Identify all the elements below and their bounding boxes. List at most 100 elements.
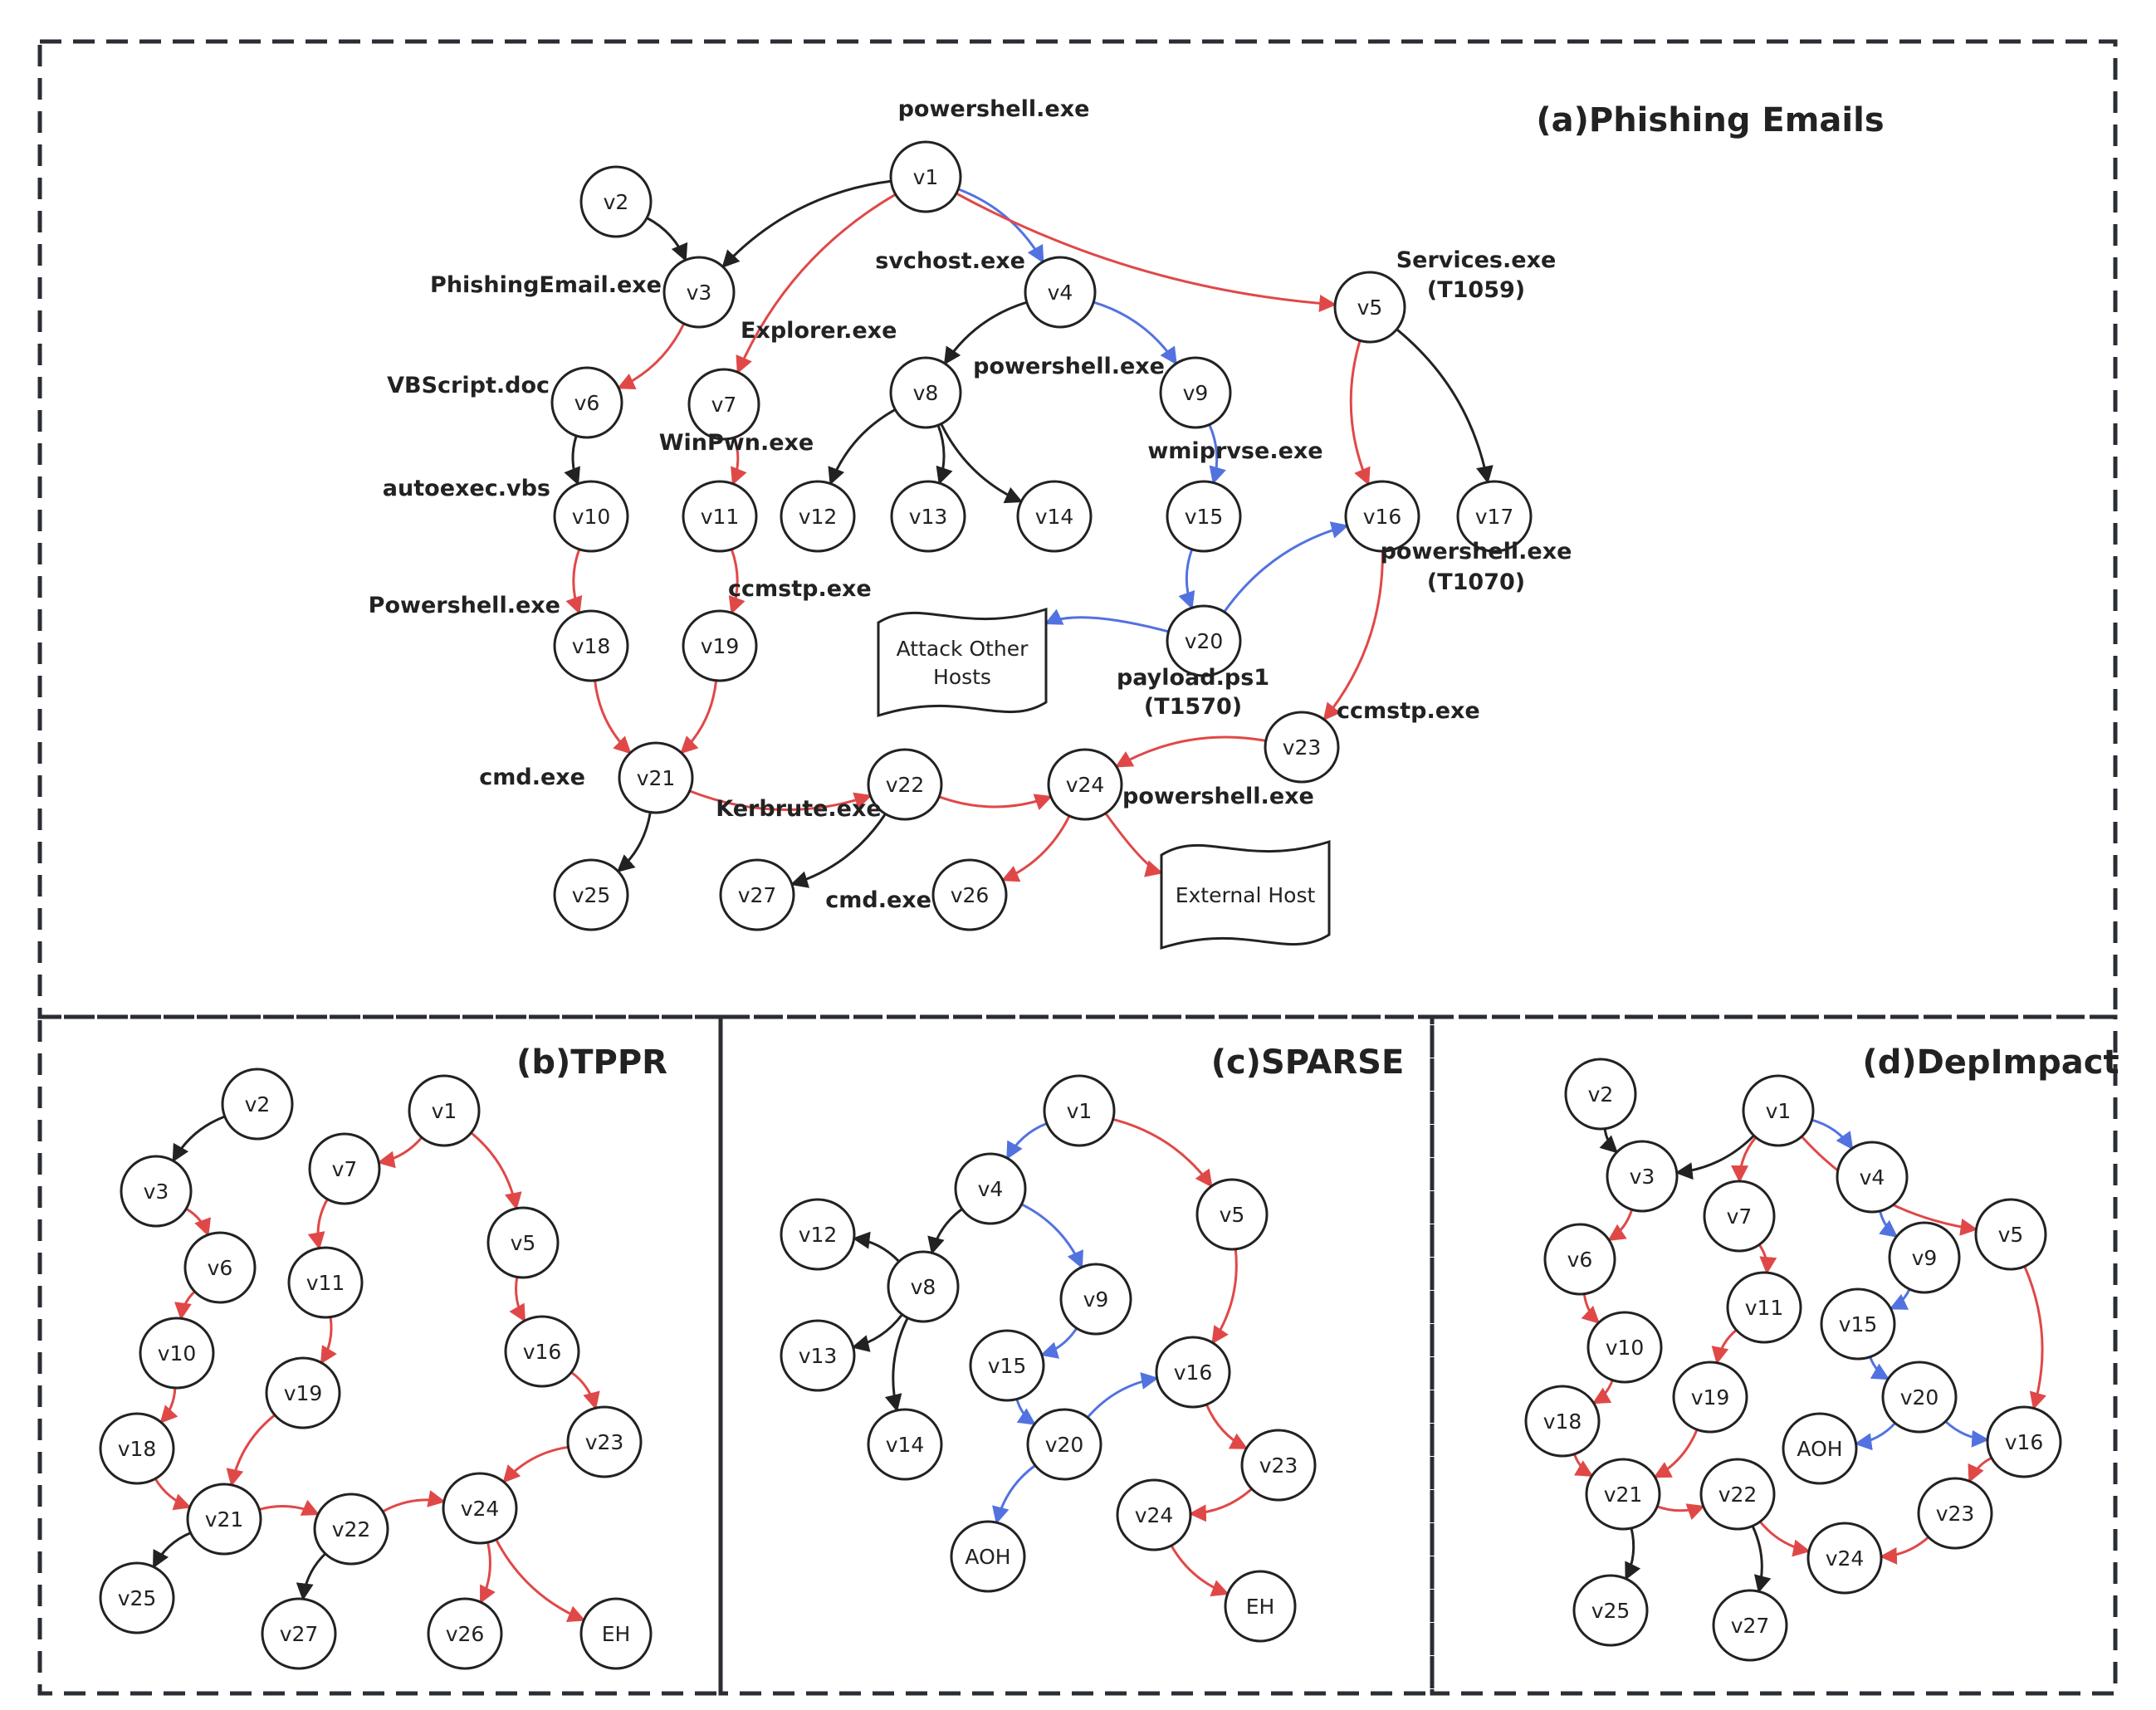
edge-c-v15-v20 — [1015, 1399, 1036, 1425]
edge-a-v24-v26 — [1000, 815, 1071, 882]
node-label: v8 — [913, 381, 939, 405]
node-label: v18 — [572, 634, 611, 658]
edge-a-v4-v8 — [943, 300, 1028, 365]
process-label-v10: autoexec.vbs — [383, 476, 550, 501]
edge-a-v4-v9 — [1093, 300, 1177, 365]
node-label: v7 — [711, 393, 737, 417]
edge-b-v23-v24 — [502, 1445, 569, 1483]
edge-a-v1-v5 — [956, 192, 1337, 312]
node-label: v20 — [1900, 1385, 1939, 1410]
node-label: v21 — [1604, 1483, 1643, 1507]
process-label-v5: (T1059) — [1427, 277, 1525, 303]
edge-a-v3-v6 — [617, 323, 686, 390]
node-b-v7: v7 — [308, 1132, 381, 1205]
node-label: v10 — [572, 505, 611, 529]
edge-a-v9-v15 — [1208, 423, 1226, 485]
process-label-v16: powershell.exe — [1381, 539, 1572, 564]
node-label: v21 — [205, 1507, 244, 1532]
edge-a-v24-EH — [1104, 812, 1164, 877]
node-a-v19: v19 — [682, 609, 758, 682]
node-label: v19 — [284, 1381, 323, 1405]
edge-c-v5-v16 — [1211, 1248, 1238, 1345]
node-d-v16: v16 — [1986, 1405, 2062, 1478]
node-b-v11: v11 — [287, 1246, 364, 1319]
node-d-v20: v20 — [1881, 1361, 1958, 1434]
node-d-v10: v10 — [1586, 1311, 1663, 1384]
node-a-v14: v14 — [1016, 480, 1093, 553]
node-label: v3 — [687, 281, 712, 305]
node-d-v5: v5 — [1974, 1198, 2047, 1271]
node-b-EH: EH — [579, 1597, 653, 1670]
node-label: v7 — [1727, 1204, 1753, 1229]
node-b-v27: v27 — [261, 1597, 337, 1670]
edge-d-v9-v15 — [1889, 1288, 1911, 1310]
node-label: v12 — [799, 1223, 838, 1247]
edge-c-v20-AOH — [992, 1464, 1036, 1525]
edge-d-v7-v11 — [1758, 1243, 1777, 1275]
edge-a-v22-v27 — [790, 813, 887, 888]
node-a-v15: v15 — [1166, 480, 1242, 553]
node-a-v6: v6 — [550, 366, 623, 439]
node-a-v4: v4 — [1024, 256, 1097, 329]
node-label: v17 — [1475, 505, 1514, 529]
node-label: v1 — [913, 165, 939, 189]
node-label: AOH — [965, 1545, 1010, 1569]
node-label: v19 — [1691, 1385, 1730, 1410]
process-label-v19: ccmstp.exe — [728, 576, 872, 602]
edge-d-v22-v24 — [1758, 1521, 1811, 1557]
edge-b-v6-v10 — [174, 1290, 196, 1321]
node-a-v3: v3 — [662, 256, 736, 329]
edge-d-v20-v16 — [1944, 1420, 1990, 1448]
edge-b-v10-v18 — [159, 1387, 178, 1424]
node-a-v20: v20 — [1166, 604, 1242, 677]
node-b-v2: v2 — [221, 1068, 294, 1141]
edge-d-v21-v25 — [1625, 1527, 1641, 1581]
node-c-AOH: AOH — [950, 1520, 1026, 1593]
edge-a-v20-v16 — [1223, 521, 1349, 613]
node-c-v4: v4 — [954, 1152, 1027, 1225]
process-label-v7: Explorer.exe — [741, 318, 897, 344]
node-label: v23 — [1283, 735, 1322, 760]
node-d-AOH: AOH — [1782, 1412, 1858, 1485]
node-c-v23: v23 — [1240, 1429, 1317, 1502]
edge-b-v24-EH — [495, 1538, 586, 1623]
process-label-v20: (T1570) — [1144, 694, 1242, 720]
node-label: EH — [1246, 1595, 1275, 1619]
node-a-v25: v25 — [553, 858, 629, 931]
node-label: v18 — [1543, 1410, 1582, 1434]
process-label-v24: powershell.exe — [1122, 784, 1314, 809]
node-label: v22 — [1718, 1483, 1758, 1507]
node-c-v15: v15 — [969, 1329, 1045, 1402]
node-label: v24 — [1135, 1503, 1174, 1527]
node-d-v7: v7 — [1703, 1180, 1776, 1253]
edge-d-v1-v7 — [1731, 1136, 1758, 1184]
node-a-v23: v23 — [1264, 711, 1340, 784]
node-label: v13 — [909, 505, 948, 529]
node-c-v1: v1 — [1043, 1074, 1116, 1147]
node-d-v2: v2 — [1564, 1058, 1637, 1131]
edge-b-v1-v7 — [377, 1136, 423, 1169]
edge-a-v10-v18 — [565, 549, 583, 615]
node-b-v3: v3 — [120, 1155, 193, 1228]
node-d-v25: v25 — [1572, 1574, 1649, 1647]
node-label: v2 — [604, 190, 629, 214]
node-a-v26: v26 — [931, 858, 1008, 931]
node-label: v11 — [701, 505, 740, 529]
node-label: v10 — [1606, 1336, 1645, 1360]
node-label: v9 — [1912, 1246, 1938, 1270]
edge-d-v1-v3 — [1674, 1134, 1755, 1180]
edge-a-v2-v3 — [646, 217, 688, 262]
edge-a-v22-v24 — [938, 794, 1053, 811]
node-label: v12 — [799, 505, 838, 529]
node-d-v21: v21 — [1585, 1458, 1661, 1531]
edge-d-v1-v4 — [1811, 1118, 1854, 1151]
process-labels: powershell.exePhishingEmail.exesvchost.e… — [369, 96, 1572, 913]
node-label: v1 — [1067, 1099, 1093, 1123]
node-label: v1 — [1766, 1099, 1792, 1123]
node-label: v21 — [637, 766, 676, 790]
edge-b-v2-v3 — [172, 1115, 226, 1163]
node-d-v9: v9 — [1888, 1221, 1961, 1294]
process-label-v1: powershell.exe — [898, 96, 1090, 122]
process-label-v3: PhishingEmail.exe — [430, 272, 662, 298]
edge-a-v16-v23 — [1322, 550, 1384, 721]
